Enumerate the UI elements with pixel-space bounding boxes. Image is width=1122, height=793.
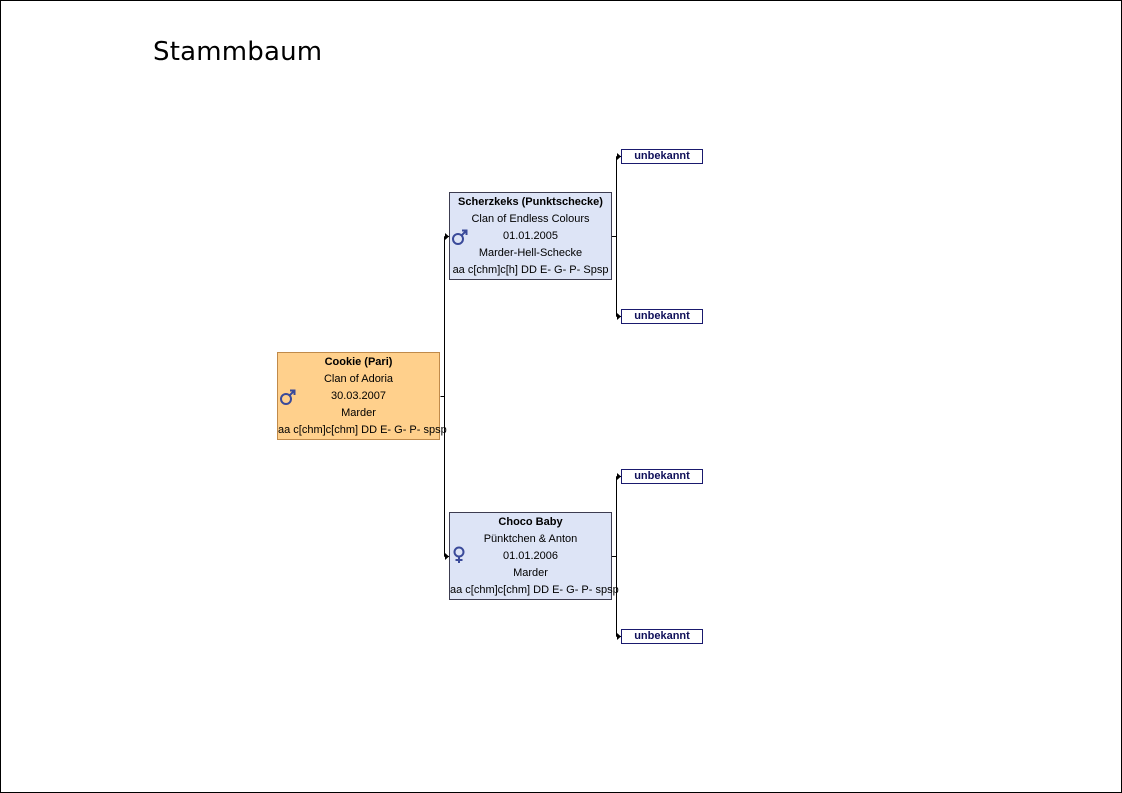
- birth-date: 01.01.2005: [502, 230, 559, 242]
- pedigree-card-root[interactable]: Cookie (Pari) Clan of Adoria 30.03.2007 …: [277, 352, 447, 440]
- birth-date: 30.03.2007: [330, 390, 387, 402]
- breeder-name: Clan of Adoria: [323, 373, 394, 385]
- coat-color: Marder: [513, 567, 548, 579]
- breeder-name: Pünktchen & Anton: [483, 533, 578, 545]
- birth-date: 01.01.2006: [502, 550, 559, 562]
- female-icon: [453, 546, 465, 563]
- animal-name: Choco Baby: [498, 516, 563, 528]
- page-title: Stammbaum: [153, 37, 323, 67]
- pedigree-card-unknown[interactable]: unbekannt: [621, 629, 703, 644]
- coat-color: Marder-Hell-Schecke: [478, 247, 583, 259]
- male-icon: [280, 389, 296, 405]
- pedigree-card-mother[interactable]: Choco Baby Pünktchen & Anton 01.01.2006 …: [449, 512, 619, 600]
- male-icon: [452, 229, 468, 245]
- animal-name: Cookie (Pari): [324, 356, 393, 368]
- breeder-name: Clan of Endless Colours: [471, 213, 590, 225]
- pedigree-card-unknown[interactable]: unbekannt: [621, 149, 703, 164]
- pedigree-card-unknown[interactable]: unbekannt: [621, 309, 703, 324]
- genotype: aa c[chm]c[chm] DD E- G- P- spsp: [450, 584, 619, 596]
- genotype: aa c[chm]c[chm] DD E- G- P- spsp: [278, 424, 447, 436]
- pedigree-card-unknown[interactable]: unbekannt: [621, 469, 703, 484]
- coat-color: Marder: [341, 407, 376, 419]
- genotype: aa c[chm]c[h] DD E- G- P- Spsp: [452, 264, 609, 276]
- pedigree-card-father[interactable]: Scherzkeks (Punktschecke) Clan of Endles…: [449, 192, 612, 280]
- animal-name: Scherzkeks (Punktschecke): [458, 196, 603, 208]
